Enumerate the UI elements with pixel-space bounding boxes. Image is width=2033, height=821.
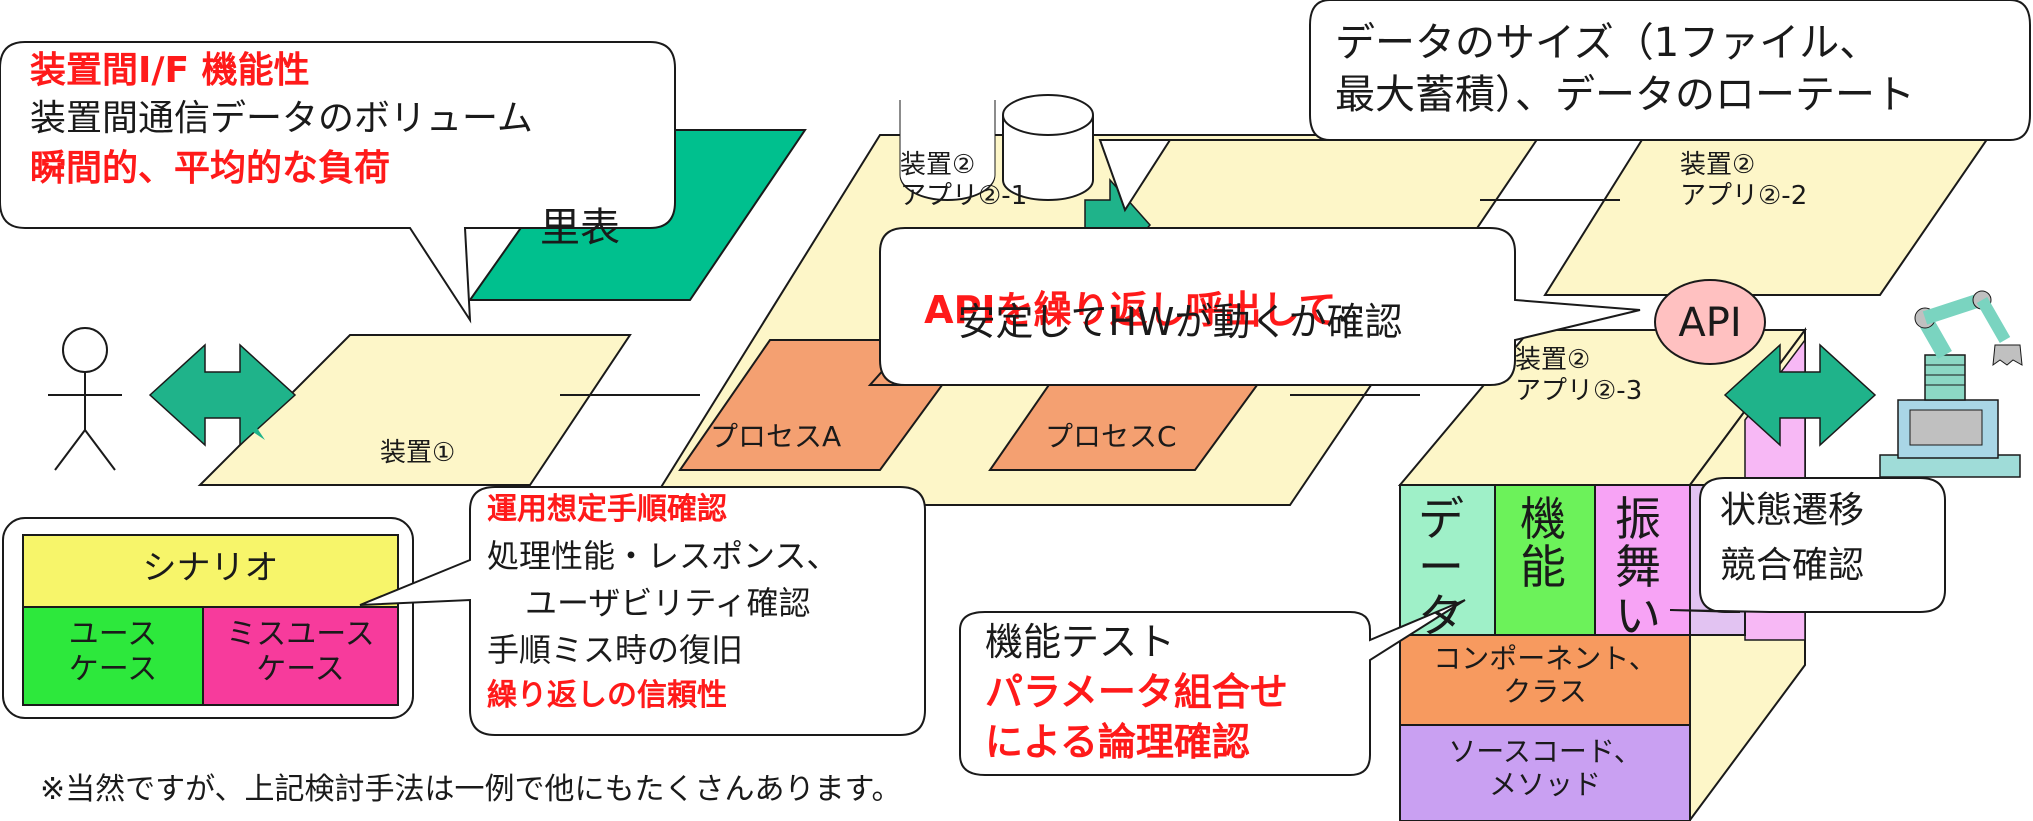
state-callout-line1: 状態遷移 <box>1720 490 1865 531</box>
scenario-title: シナリオ <box>142 548 279 588</box>
operation-callout-line4: 手順ミス時の復旧 <box>487 631 744 669</box>
operation-callout-line5: 繰り返しの信頼性 <box>487 678 727 713</box>
process-a-label: プロセスA <box>710 420 842 453</box>
operation-callout-line3: ユーザビリティ確認 <box>525 584 811 622</box>
device-1-label: 装置① <box>380 438 456 468</box>
api-callout-line2: 安定してHWが動くか確認 <box>957 300 1403 344</box>
device-2-app-3-label: 装置② アプリ②-3 <box>1515 345 1643 406</box>
function-test-line2: パラメータ組合せ <box>985 670 1288 714</box>
data-size-callout-bubble <box>1098 0 2031 213</box>
layer-source-box <box>1399 724 1691 821</box>
hidden-fragment-label: 里表 <box>540 205 620 251</box>
interface-callout-line1: 装置間通信データのボリューム <box>30 98 533 139</box>
process-c-label: プロセスC <box>1045 420 1177 453</box>
use-case-box <box>22 606 204 706</box>
layer-component-box <box>1399 634 1691 726</box>
interface-callout-title: 装置間I/F 機能性 <box>30 50 310 91</box>
data-size-callout-line1: データのサイズ（1ファイル、 <box>1335 20 1880 66</box>
function-test-line3: による論理確認 <box>985 720 1250 764</box>
use-case-label: ユース ケース <box>68 617 158 688</box>
interface-callout-bubble <box>0 41 676 324</box>
api-callout-bubble <box>879 227 1641 386</box>
device-2-app-2-label: 装置② アプリ②-2 <box>1680 150 1808 211</box>
scenario-header-box <box>22 534 399 608</box>
operation-callout-title: 運用想定手順確認 <box>487 492 727 527</box>
api-label: API <box>1678 300 1742 346</box>
database-icon <box>899 100 996 201</box>
footnote: ※当然ですが、上記検討手法は一例で他にもたくさんあります。 <box>40 772 902 807</box>
layer-component-label: コンポーネント、 クラス <box>1433 642 1657 709</box>
layer-source-label: ソースコード、 メソッド <box>1448 735 1642 802</box>
state-callout-line2: 競合確認 <box>1720 545 1865 586</box>
layer-data-label: デ ー タ <box>1418 492 1464 643</box>
misuse-case-box <box>202 606 399 706</box>
robot-arm-icon <box>1879 290 2023 478</box>
state-callout-bubble <box>1669 477 1946 613</box>
device-2-app-1-label: 装置② アプリ②-1 <box>900 150 1028 211</box>
misuse-case-label: ミスユース ケース <box>226 617 375 688</box>
function-test-line1: 機能テスト <box>985 620 1176 664</box>
stick-figure-icon <box>48 327 122 471</box>
interface-callout-line2: 瞬間的、平均的な負荷 <box>30 148 391 189</box>
layer-function-label: 機 能 <box>1520 492 1566 595</box>
device-robot-arrow <box>1723 343 1877 447</box>
api-ellipse <box>1654 279 1766 365</box>
operation-callout-line2: 処理性能・レスポンス、 <box>487 537 839 575</box>
function-test-callout-bubble <box>959 599 1466 776</box>
database-cylinder <box>1002 94 1094 201</box>
operation-callout-bubble <box>359 486 926 736</box>
layer-behavior-label: 振 舞 い <box>1615 492 1661 643</box>
user-device-arrow <box>148 343 297 447</box>
data-size-callout-line2: 最大蓄積）、データのローテート <box>1335 72 1915 118</box>
operation-pointer-line <box>245 410 265 440</box>
api-callout-emphasis: APIを繰り返し呼出して <box>924 287 1337 332</box>
api-callout-suffix: 、 <box>1336 287 1375 332</box>
